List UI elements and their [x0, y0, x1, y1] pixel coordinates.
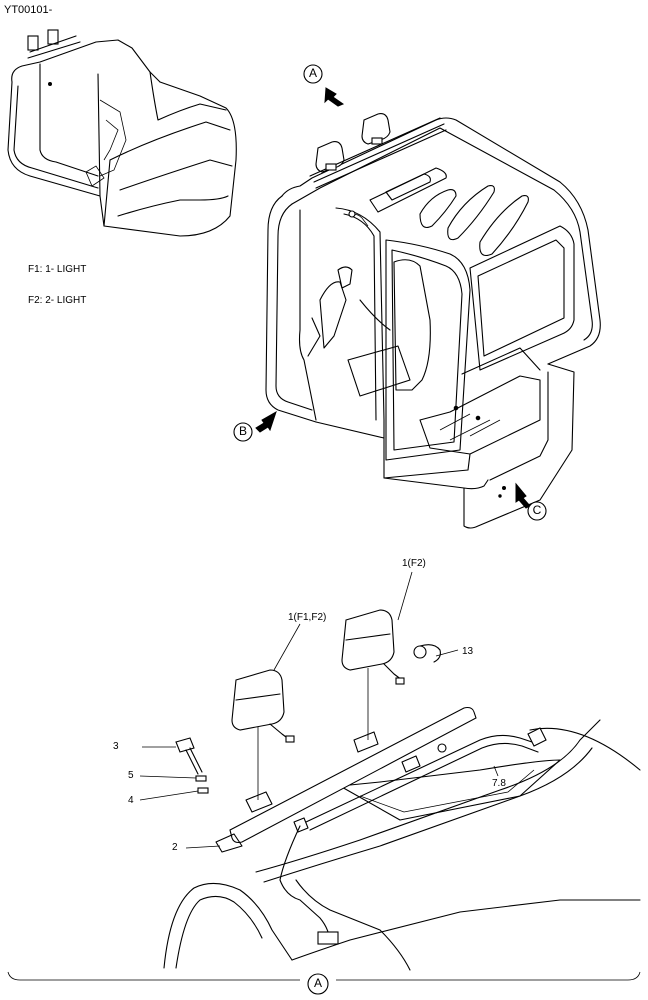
marker-a-bottom-circle — [307, 973, 329, 995]
callout-7-8: 7.8 — [492, 778, 506, 789]
main-cab-drawing — [265, 113, 601, 529]
callout-13: 13 — [462, 646, 474, 657]
marker-c-circle — [527, 501, 547, 521]
marker-b-circle — [233, 422, 253, 442]
legend-f1: F1: 1- LIGHT — [28, 264, 87, 275]
callout-1-f1-f2: 1(F1,F2) — [288, 612, 327, 623]
view-arrows — [233, 64, 547, 521]
callout-3: 3 — [113, 741, 119, 752]
callout-5: 5 — [128, 770, 134, 781]
view-marker-b: B — [238, 424, 247, 438]
detail-view-a-drawing — [7, 571, 641, 995]
legend-f2: F2: 2- LIGHT — [28, 295, 87, 306]
view-marker-c: C — [532, 503, 542, 517]
callout-1-f2: 1(F2) — [402, 558, 426, 569]
document-code: YT00101- — [4, 4, 53, 16]
view-marker-a: A — [308, 66, 317, 80]
view-marker-a-bottom: A — [313, 976, 322, 990]
callout-4: 4 — [128, 795, 134, 806]
overview-cab-drawing — [7, 29, 237, 237]
callout-2: 2 — [172, 842, 178, 853]
marker-a-circle — [303, 64, 323, 84]
